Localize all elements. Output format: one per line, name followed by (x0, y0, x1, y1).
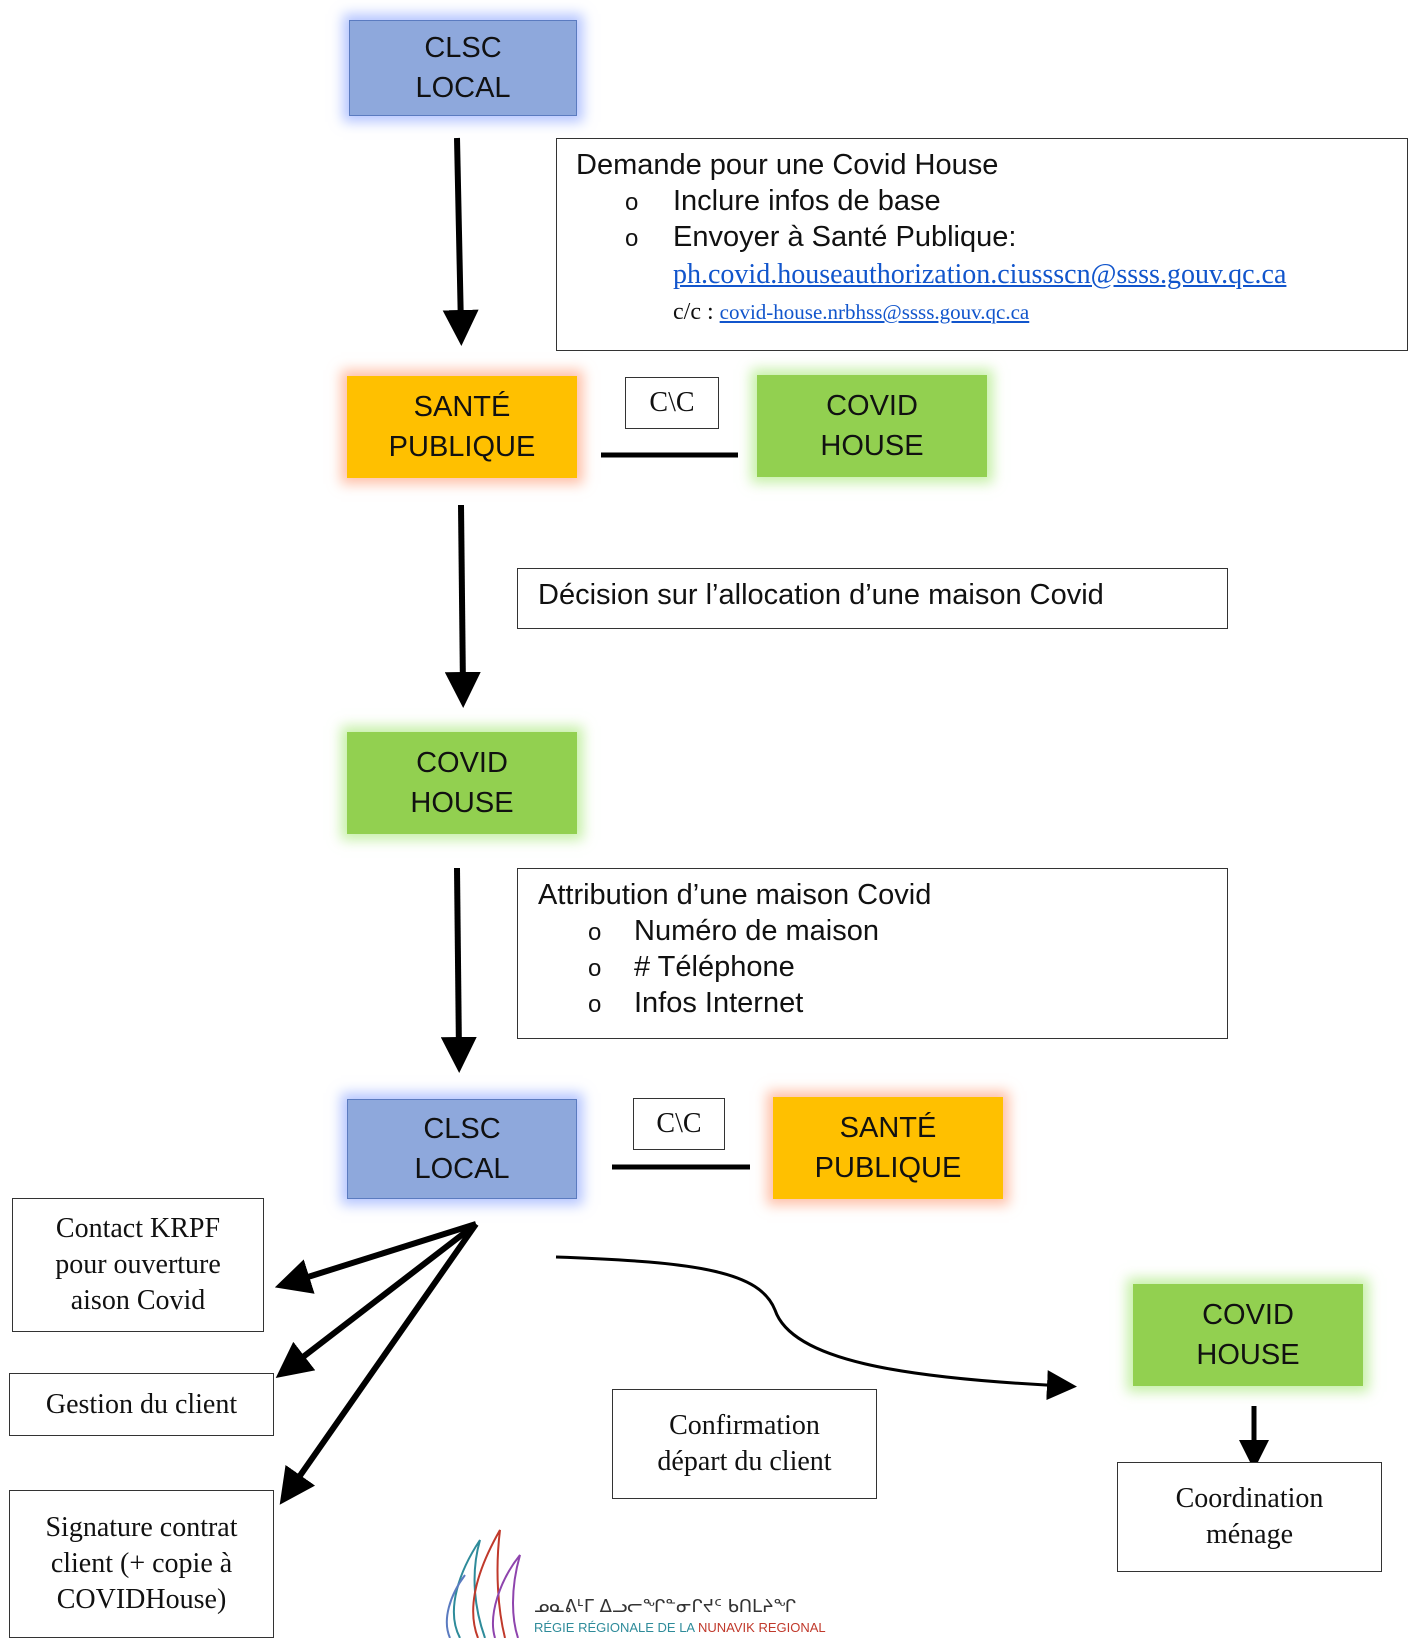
bullet-icon: o (625, 189, 639, 216)
email-link-covid-house[interactable]: covid-house.nrbhss@ssss.gouv.qc.ca (719, 300, 1030, 324)
nrbhss-logo: ᓄᓇᕕᒻᒥ ᐃᓗᓕᖏᓐᓂᒋᔪᑦ ᑲᑎᒪᔨᖏ RÉGIE RÉGIONALE DE… (440, 1520, 880, 1638)
box-line: pour ouverture (55, 1249, 221, 1280)
coordination-menage-box: Coordination ménage (1117, 1462, 1382, 1572)
node-label: LOCAL (414, 1153, 510, 1185)
attribution-item-telephone: # Téléphone (634, 951, 795, 983)
request-title: Demande pour une Covid House (576, 149, 999, 181)
node-label: SANTÉ (839, 1112, 937, 1144)
node-label: SANTÉ (413, 391, 511, 423)
box-line: COVIDHouse) (56, 1584, 227, 1615)
contact-krpf-box: Contact KRPF pour ouverture aison Covid (12, 1198, 264, 1332)
logo-text-part: REGIONAL (758, 1620, 826, 1635)
clsc-local-node-top: CLSC LOCAL (349, 20, 577, 116)
box-line: ménage (1205, 1519, 1294, 1550)
cc-line: c/c : covid-house.nrbhss@ssss.gouv.qc.ca (673, 299, 1029, 326)
box-line: Coordination (1175, 1483, 1324, 1514)
cc-label-bottom: C\C (633, 1098, 725, 1150)
node-label: PUBLIQUE (388, 431, 536, 463)
node-label: CLSC (423, 1113, 501, 1145)
box-line: Confirmation (669, 1410, 820, 1441)
request-box: Demande pour une Covid House o Inclure i… (556, 138, 1408, 351)
node-label: COVID (416, 747, 508, 779)
clsc-local-node-bottom: CLSC LOCAL (347, 1099, 577, 1199)
box-line: aison Covid (70, 1285, 206, 1316)
node-label: HOUSE (820, 430, 924, 462)
bullet-icon: o (588, 991, 602, 1018)
signature-contrat-box: Signature contrat client (+ copie à COVI… (9, 1490, 274, 1638)
node-label: COVID (1202, 1299, 1294, 1331)
covid-house-node-middle: COVID HOUSE (347, 732, 577, 834)
covid-house-node-bottom: COVID HOUSE (1133, 1284, 1363, 1386)
node-label: LOCAL (415, 72, 511, 104)
attribution-item-numero: Numéro de maison (634, 915, 879, 947)
request-item-envoyer: Envoyer à Santé Publique: (673, 221, 1017, 253)
box-line: Contact KRPF (55, 1213, 221, 1244)
cc-prefix: c/c : (673, 299, 714, 325)
node-label: HOUSE (1196, 1339, 1300, 1371)
sante-publique-node: SANTÉ PUBLIQUE (347, 376, 577, 478)
covid-house-node-right: COVID HOUSE (757, 375, 987, 477)
box-line: départ du client (657, 1446, 832, 1477)
arrow-clsc-to-sante (442, 137, 479, 346)
node-label: PUBLIQUE (814, 1152, 962, 1184)
confirmation-depart-box: Confirmation départ du client (612, 1389, 877, 1499)
bullet-icon: o (588, 919, 602, 946)
attribution-box: Attribution d’une maison Covid o Numéro … (517, 868, 1228, 1039)
box-line: client (+ copie à (50, 1548, 233, 1579)
logo-text-part: NUNAVIK (698, 1620, 755, 1635)
logo-syllabics: ᓄᓇᕕᒻᒥ ᐃᓗᓕᖏᓐᓂᒋᔪᑦ ᑲᑎᒪᔨᖏ (534, 1596, 797, 1617)
logo-mark-icon (445, 1529, 521, 1638)
arrow-covid-house-to-clsc (440, 867, 477, 1073)
decision-text: Décision sur l’allocation d’une maison C… (538, 579, 1104, 611)
arrow-to-gestion (275, 1221, 478, 1378)
node-label: HOUSE (410, 787, 514, 819)
logo-text-part: RÉGIE RÉGIONALE DE LA (534, 1620, 695, 1635)
arrow-sante-to-covid-house (444, 504, 481, 708)
sante-publique-node-bottom: SANTÉ PUBLIQUE (773, 1097, 1003, 1199)
node-label: COVID (826, 390, 918, 422)
box-line: Signature contrat (45, 1512, 238, 1543)
arrow-to-signature (279, 1222, 479, 1505)
cc-label-top: C\C (625, 377, 719, 429)
bullet-icon: o (625, 225, 639, 252)
box-line: Gestion du client (45, 1388, 238, 1420)
decision-box: Décision sur l’allocation d’une maison C… (517, 568, 1228, 629)
gestion-client-box: Gestion du client (9, 1373, 274, 1436)
attribution-item-internet: Infos Internet (634, 987, 804, 1019)
arrow-curve-to-covid-house (555, 1255, 1077, 1401)
attribution-title: Attribution d’une maison Covid (538, 879, 932, 911)
arrow-to-contact (274, 1221, 477, 1294)
logo-text: RÉGIE RÉGIONALE DE LA NUNAVIK REGIONAL (534, 1620, 826, 1635)
request-item-infos: Inclure infos de base (673, 185, 941, 217)
node-label: CLSC (424, 32, 502, 64)
bullet-icon: o (588, 955, 602, 982)
email-link-public-health[interactable]: ph.covid.houseauthorization.ciussscn@sss… (673, 259, 1287, 290)
